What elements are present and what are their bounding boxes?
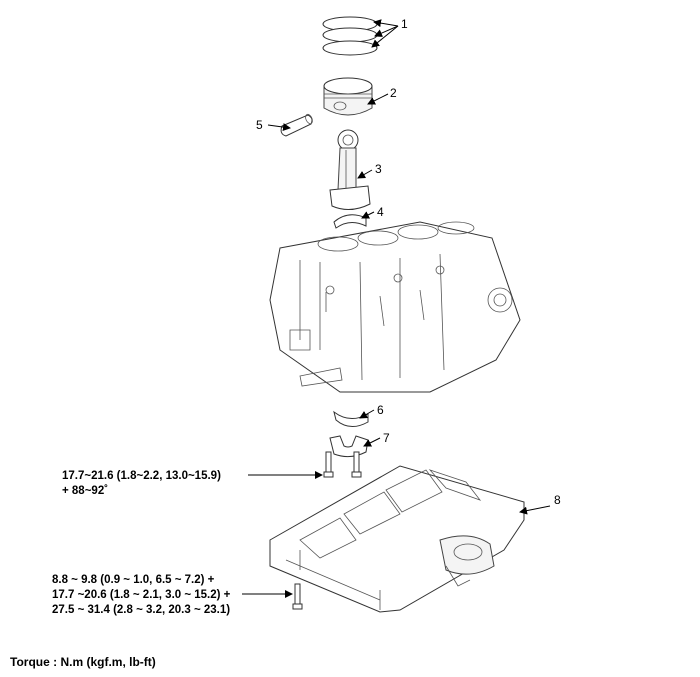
torque-units-legend: Torque : N.m (kgf.m, lb-ft)	[10, 655, 156, 669]
rod-cap-bolt-torque: 17.7~21.6 (1.8~2.2, 13.0~15.9) + 88~92˚	[62, 469, 221, 499]
torque-line: 8.8 ~ 9.8 (0.9 ~ 1.0, 6.5 ~ 7.2) +	[52, 574, 215, 586]
rod-cap	[329, 435, 369, 458]
torque-line: 17.7~21.6 (1.8~2.2, 13.0~15.9)	[62, 470, 221, 482]
callout-3: 3	[375, 162, 382, 176]
callout-2: 2	[390, 86, 397, 100]
connecting-rod	[329, 129, 371, 210]
piston-pin	[280, 113, 313, 137]
callout-4: 4	[377, 205, 384, 219]
lower-rod-bearing	[333, 410, 369, 427]
piston-rings	[322, 16, 378, 56]
torque-line: + 88~92˚	[62, 485, 109, 497]
torque-line: 17.7 ~20.6 (1.8 ~ 2.1, 3.0 ~ 15.2) +	[52, 589, 231, 601]
piston	[323, 77, 373, 116]
callout-1: 1	[401, 17, 408, 31]
callout-7: 7	[383, 431, 390, 445]
crankcase-bolt	[292, 583, 303, 610]
arrow-icon	[242, 19, 551, 598]
lower-crankcase	[269, 465, 525, 613]
upper-rod-bearing	[333, 214, 367, 229]
rod-cap-bolts	[323, 451, 362, 478]
crankcase-bolt-torque: 8.8 ~ 9.8 (0.9 ~ 1.0, 6.5 ~ 7.2) + 17.7 …	[52, 573, 230, 618]
callout-5: 5	[256, 118, 263, 132]
torque-line: 27.5 ~ 31.4 (2.8 ~ 3.2, 20.3 ~ 23.1)	[52, 604, 231, 616]
cylinder-block	[269, 221, 521, 393]
callout-8: 8	[554, 493, 561, 507]
callout-6: 6	[377, 403, 384, 417]
